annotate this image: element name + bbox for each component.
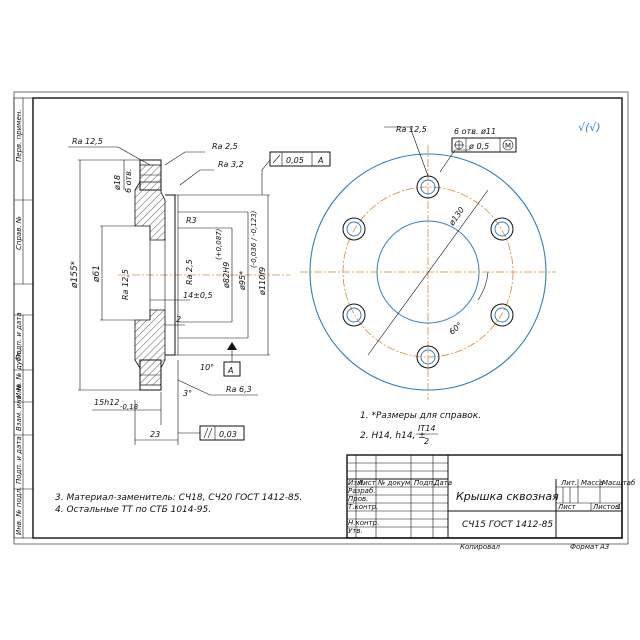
ra-bottom: Ra 6,3 <box>226 385 252 394</box>
tb-header-izm: Изм. <box>348 479 364 487</box>
tb-sheets-label: Листов <box>592 503 619 511</box>
side-stamp-1: Перв. примен. <box>15 109 23 162</box>
plan-holes-note: 6 отв. ø11 <box>454 127 496 136</box>
tb-header-doc: № докум. <box>377 479 413 487</box>
dim-60deg: 60° <box>448 321 465 337</box>
dim-d95: ø95* <box>238 271 247 291</box>
tb-mass-label: Масса <box>581 479 603 487</box>
bolt-hole <box>342 217 366 241</box>
dim-d155: ø155* <box>70 260 80 289</box>
flatness-frame: 0,05 A <box>269 151 331 167</box>
tb-role-ncontrol: Н.контр. <box>348 519 379 527</box>
flatness-value: 0,05 <box>286 156 304 165</box>
datum-a: A <box>227 366 233 375</box>
dim-15: 15h12 <box>94 398 119 407</box>
flange-section-upper <box>134 164 166 241</box>
format-label: Формат <box>570 543 599 551</box>
dim-d110: ø110f9 <box>258 267 267 296</box>
note-4: 4. Остальные ТТ по СТБ 1014-95. <box>55 505 211 515</box>
tb-header-list: Лист <box>357 479 377 487</box>
side-stamp-7: Инв. № подл. <box>15 487 23 535</box>
bolt-hole <box>490 303 514 327</box>
dim-d82: ø82H9 <box>222 262 231 289</box>
section-view: Ra 12,5 Ra 2,5 Ra 3,2 0,05 A ø18 6 отв. … <box>68 137 331 445</box>
dim-15-tol: -0,18 <box>120 403 139 411</box>
flatness-datum: A <box>317 156 323 165</box>
dim-3deg: 3° <box>183 389 192 398</box>
dim-r3: R3 <box>186 216 197 225</box>
dim-10deg: 10° <box>200 363 214 372</box>
title-block: Изм. Лист № докум. Подп. Дата Разраб. Пр… <box>346 454 636 539</box>
tb-title: Крышка сквозная <box>456 490 559 503</box>
tb-sheet-label: Лист <box>557 503 577 511</box>
side-stamp-6: Подп. и дата <box>15 436 23 484</box>
tb-sheets-value: 1 <box>617 503 621 511</box>
roughness-general-text: √(√) <box>578 121 601 134</box>
bolt-hole <box>490 217 514 241</box>
side-stamp-2: Справ. № <box>15 216 23 250</box>
tb-scale-label: Масштаб <box>602 479 636 487</box>
dim-hole-d18: ø18 <box>113 175 122 191</box>
dim-d82-tol: (+0,087) <box>215 228 223 260</box>
copied-label: Копировал <box>460 543 501 551</box>
plan-ra: Ra 12,5 <box>396 125 427 134</box>
side-stamp-3: Подп. и дата <box>15 312 23 360</box>
tb-role-approve: Утв. <box>348 527 363 535</box>
plan-view: Ra 12,5 6 отв. ø11 ø 0,5 M ø130 60° <box>300 125 556 400</box>
position-tol: ø 0,5 <box>468 142 489 151</box>
tb-material: СЧ15 ГОСТ 1412-85 <box>462 520 553 530</box>
datum-a-marker: A <box>223 342 241 377</box>
tb-lit-label: Лит. <box>560 479 577 487</box>
dim-14: 14±0,5 <box>183 291 213 300</box>
tb-header-sign: Подп. <box>414 479 435 487</box>
bolt-hole <box>342 303 366 327</box>
parallelism-value: 0,03 <box>219 430 237 439</box>
bolt-hole <box>416 345 440 369</box>
dim-d110-tol: (-0,036 / -0,123) <box>250 210 258 268</box>
note-2-den: 2 <box>424 437 429 446</box>
parallelism-frame: 0,03 <box>178 425 245 441</box>
position-mod: M <box>505 142 511 150</box>
tb-role-check: Пров. <box>348 495 368 503</box>
note-2-num: IT14 <box>418 424 435 433</box>
ra-inner2: Ra 2,5 <box>185 259 194 285</box>
side-stamp-5: Взам. инв. № <box>15 383 23 431</box>
dim-2: 2 <box>176 315 181 324</box>
note-2: 2. H14, h14, ± <box>360 431 426 441</box>
dim-holes-count: 6 отв. <box>124 169 133 193</box>
notes-right: 1. *Размеры для справок. 2. H14, h14, ± … <box>360 411 481 446</box>
dim-d61: ø61 <box>92 265 102 283</box>
tb-header-date: Дата <box>433 479 452 487</box>
ra-top-mid: Ra 2,5 <box>212 142 238 151</box>
inner-frame <box>32 97 623 539</box>
roughness-general: √(√) <box>578 121 601 134</box>
dim-23: 23 <box>150 430 160 439</box>
format-value: А3 <box>599 543 609 551</box>
notes-left: 3. Материал-заменитель: СЧ18, СЧ20 ГОСТ … <box>55 493 302 515</box>
side-stamp-4: Инв. № дубл. <box>15 350 23 398</box>
position-frame: ø 0,5 M <box>451 137 517 153</box>
tb-role-tcontrol: Т.контр. <box>348 503 378 511</box>
dim-d130: ø130 <box>447 205 467 228</box>
tb-role-dev: Разраб. <box>348 487 376 495</box>
side-stamp: Перв. примен. Справ. № Подп. и дата Инв.… <box>13 97 34 539</box>
note-3: 3. Материал-заменитель: СЧ18, СЧ20 ГОСТ … <box>55 493 302 503</box>
ra-inner: Ra 12,5 <box>121 269 130 300</box>
ra-top-right: Ra 3,2 <box>218 160 244 169</box>
note-1: 1. *Размеры для справок. <box>360 411 481 421</box>
ra-top-left: Ra 12,5 <box>72 137 103 146</box>
